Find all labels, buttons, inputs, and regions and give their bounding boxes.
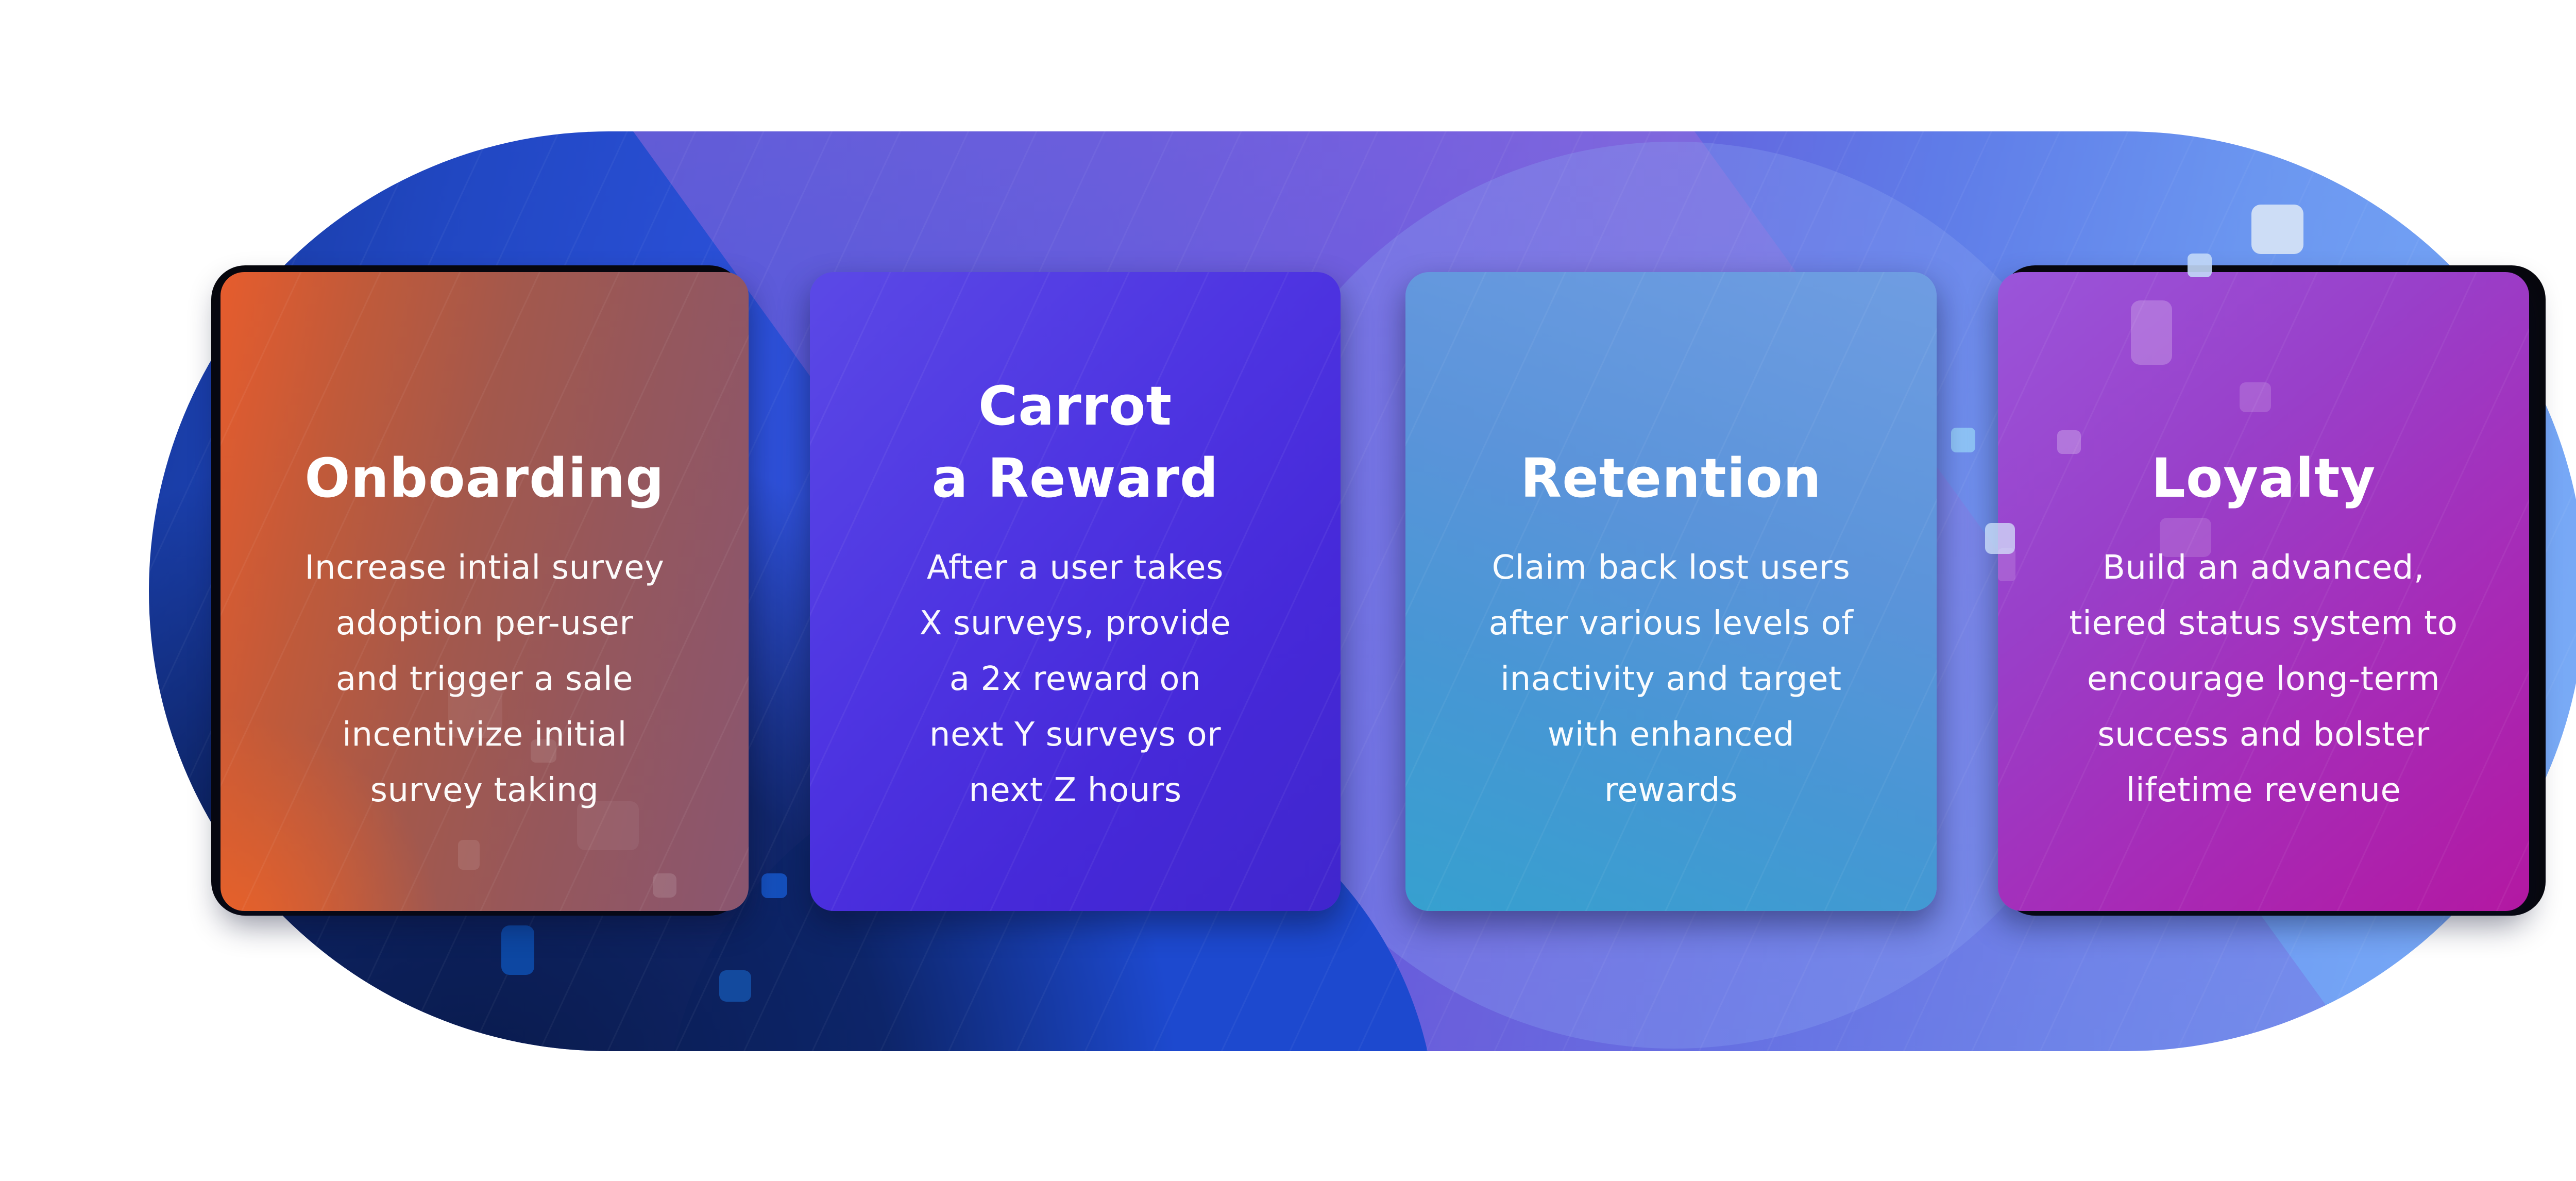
card-title: Loyalty (2151, 447, 2376, 510)
card-retention: Retention Claim back lost users after va… (1405, 272, 1937, 911)
card-title: Retention (1520, 447, 1822, 510)
deco-square (2188, 254, 2212, 277)
card-title: Carrot a Reward (931, 375, 1219, 510)
deco-square (2160, 518, 2211, 557)
card-body: Increase intial survey adoption per-user… (304, 549, 665, 809)
deco-square (2251, 205, 2303, 254)
deco-square (719, 970, 751, 1002)
card-body: Build an advanced, tiered status system … (2069, 549, 2458, 809)
deco-square (501, 925, 534, 975)
deco-square (577, 801, 639, 850)
deco-square (1985, 523, 2015, 554)
card-loyalty: Loyalty Build an advanced, tiered status… (1998, 272, 2529, 911)
deco-square (531, 739, 556, 763)
deco-square (458, 840, 480, 870)
card-carrot-a-reward: Carrot a Reward After a user takes X sur… (810, 272, 1341, 911)
deco-square (1951, 428, 1975, 452)
card-title: Onboarding (304, 447, 665, 510)
deco-square (448, 680, 502, 738)
card-body: After a user takes X surveys, provide a … (919, 549, 1231, 809)
card-body: Claim back lost users after various leve… (1488, 549, 1854, 809)
deco-square (761, 873, 787, 898)
deco-square (2240, 382, 2271, 412)
card-onboarding: Onboarding Increase intial survey adopti… (221, 272, 749, 911)
deco-square (653, 873, 676, 898)
deco-square (2131, 300, 2172, 365)
deco-square (2057, 430, 2081, 454)
